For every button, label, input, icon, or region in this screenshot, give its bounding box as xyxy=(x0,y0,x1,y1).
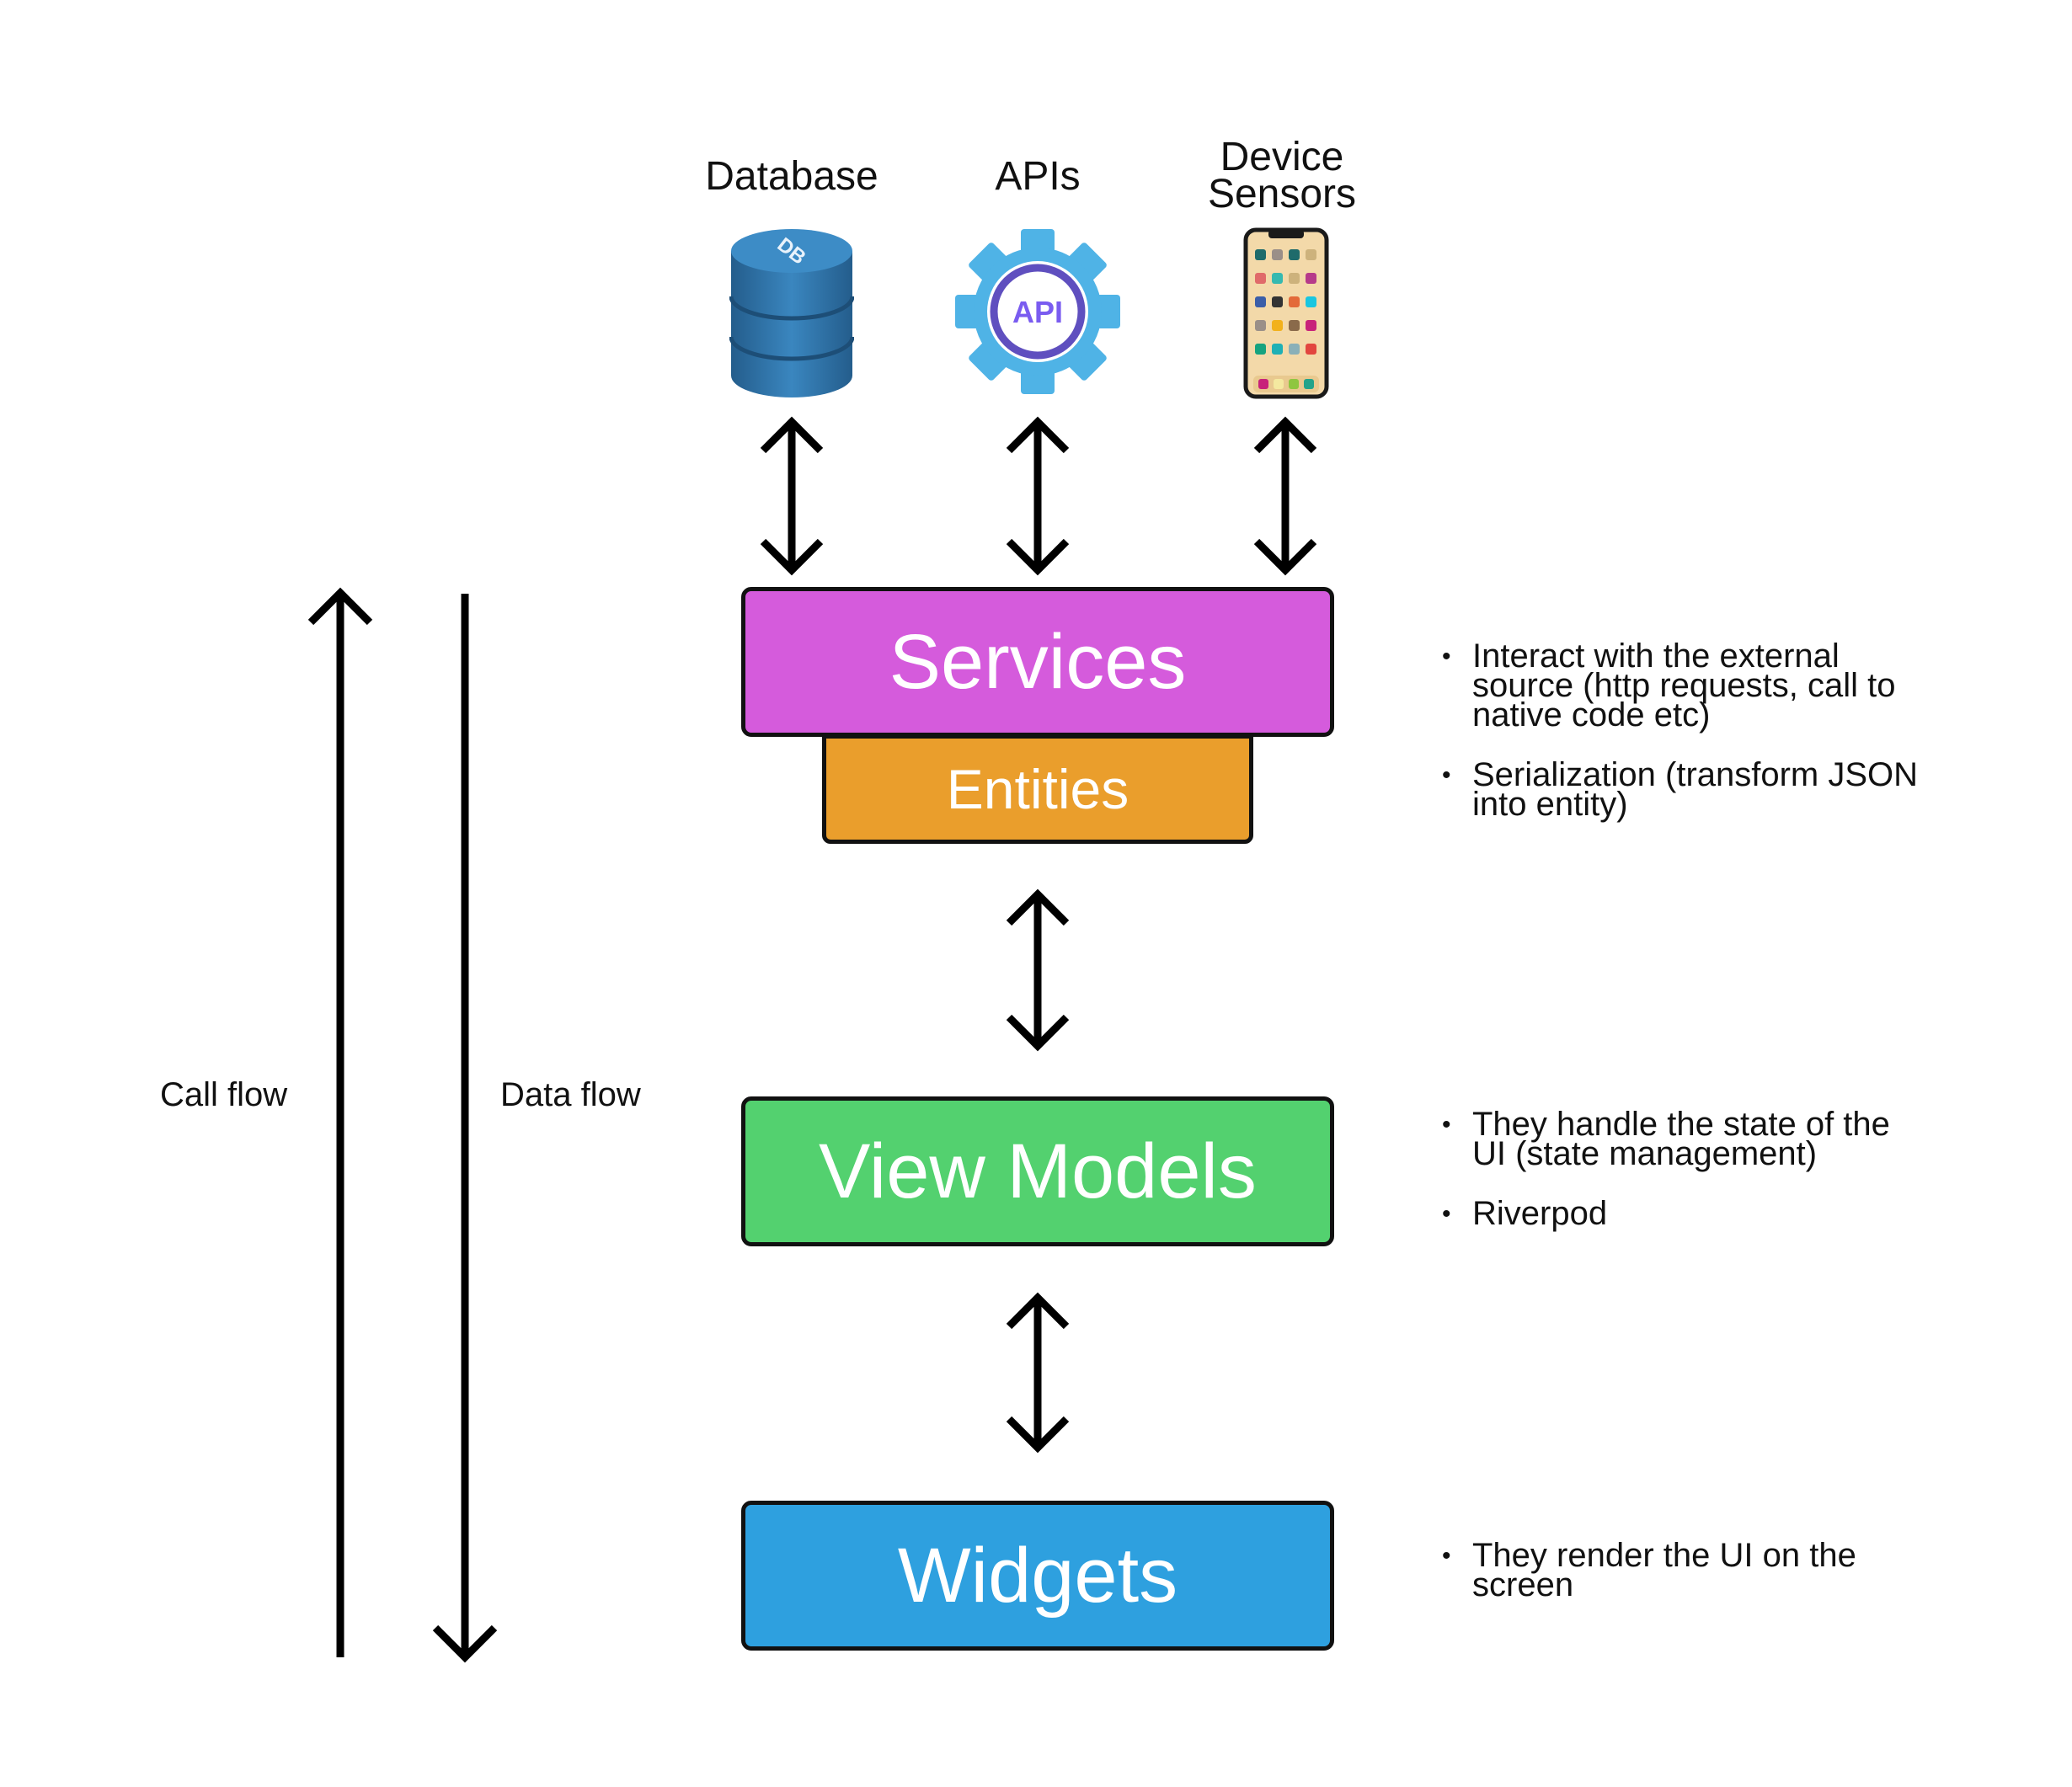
app-tile xyxy=(1306,320,1316,331)
data-flow-arrow xyxy=(432,594,498,1663)
app-tile xyxy=(1272,249,1283,260)
note-item: They handle the state of the UI (state m… xyxy=(1442,1107,1914,1171)
app-tile xyxy=(1255,344,1266,355)
database-label: Database xyxy=(705,154,878,199)
smartphone-icon xyxy=(1243,227,1329,399)
app-tile xyxy=(1306,249,1316,260)
widgets-layer: Widgets xyxy=(741,1501,1334,1651)
app-tile xyxy=(1289,249,1300,260)
widgets-notes: They render the UI on the screen xyxy=(1442,1539,1880,1630)
view-models-layer: View Models xyxy=(741,1096,1334,1246)
apis-services-arrow xyxy=(1006,416,1070,576)
app-tile xyxy=(1272,320,1283,331)
app-tile xyxy=(1272,273,1283,284)
entities-viewmodels-arrow xyxy=(1006,888,1070,1052)
app-tile xyxy=(1272,344,1283,355)
database-icon: DB xyxy=(729,229,854,397)
app-tile xyxy=(1255,296,1266,307)
entities-layer: Entities xyxy=(822,734,1253,844)
viewmodels-widgets-arrow xyxy=(1006,1292,1070,1454)
view-models-label: View Models xyxy=(819,1128,1257,1214)
app-tile xyxy=(1289,344,1300,355)
services-label: Services xyxy=(889,618,1187,705)
app-tile xyxy=(1289,273,1300,284)
note-item: Interact with the external source (http … xyxy=(1442,639,1930,732)
app-tile xyxy=(1255,249,1266,260)
app-tile xyxy=(1272,296,1283,307)
sensors-services-arrow xyxy=(1253,416,1317,576)
device-sensors-label: Device Sensors xyxy=(1207,135,1357,216)
note-item: They render the UI on the screen xyxy=(1442,1539,1880,1602)
app-tile xyxy=(1306,344,1316,355)
note-item: Serialization (transform JSON into entit… xyxy=(1442,758,1930,821)
note-item: Riverpod xyxy=(1442,1197,1914,1230)
app-tile xyxy=(1255,320,1266,331)
data-flow-label: Data flow xyxy=(500,1076,641,1113)
apis-label: APIs xyxy=(995,154,1081,199)
app-tile xyxy=(1306,273,1316,284)
view-models-notes: They handle the state of the UI (state m… xyxy=(1442,1107,1914,1259)
widgets-label: Widgets xyxy=(897,1532,1178,1619)
entities-label: Entities xyxy=(946,758,1129,820)
app-tile xyxy=(1289,320,1300,331)
call-flow-arrow xyxy=(307,587,373,1657)
call-flow-label: Call flow xyxy=(160,1076,288,1113)
app-tile xyxy=(1289,296,1300,307)
api-gear-icon: API xyxy=(955,229,1120,394)
api-badge: API xyxy=(1012,295,1063,329)
database-services-arrow xyxy=(760,416,824,576)
app-tile xyxy=(1306,296,1316,307)
services-layer: Services xyxy=(741,587,1334,737)
services-notes: Interact with the external source (http … xyxy=(1442,639,1930,850)
app-tile xyxy=(1255,273,1266,284)
